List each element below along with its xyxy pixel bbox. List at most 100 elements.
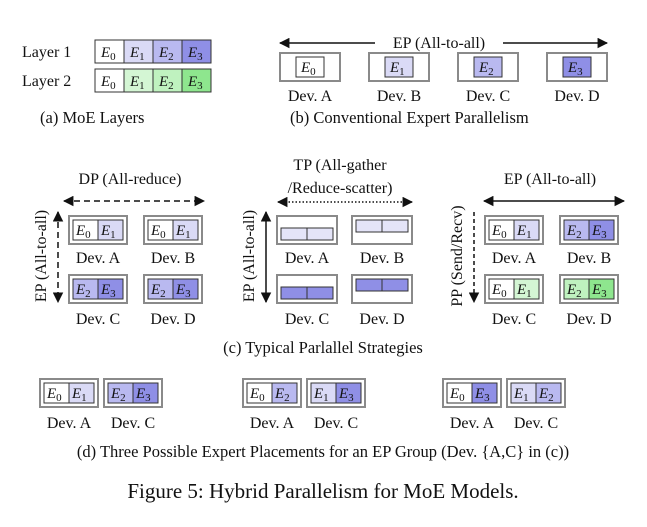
tp-shard bbox=[355, 278, 383, 292]
expert-label: E0 bbox=[150, 223, 166, 241]
expert-label: E1 bbox=[513, 386, 529, 404]
arrow-label-bg bbox=[375, 34, 503, 52]
tp-shard bbox=[381, 219, 409, 233]
ep-label: EP (All-to-all) bbox=[504, 171, 596, 188]
device-c-label: Dev. C bbox=[492, 311, 536, 328]
expert-label: E2 bbox=[110, 386, 126, 404]
device-d-label: Dev. D bbox=[150, 311, 195, 328]
dp-label: DP (All-reduce) bbox=[79, 171, 182, 188]
expert-box bbox=[172, 278, 199, 300]
expert-box bbox=[68, 382, 95, 404]
pp-side-label: PP (Send/Recv) bbox=[449, 205, 466, 306]
expert-label: E3 bbox=[567, 60, 583, 78]
device-a-label: Dev. A bbox=[285, 250, 330, 267]
expert-box bbox=[335, 382, 362, 404]
device-c-label: Dev. C bbox=[466, 88, 510, 105]
panel-d-expert-placements: E0 E1 E2 E3 Dev. A Dev. C E0 E2 E1 E3 De… bbox=[39, 378, 569, 461]
panel-a-moe-layers: Layer 1 Layer 2 E0 E1 E2 E3 E0 E1 E2 E3 … bbox=[22, 39, 212, 127]
expert-label: E2 bbox=[566, 223, 582, 241]
expert-box bbox=[295, 56, 325, 78]
device-c-label: Dev. C bbox=[76, 311, 120, 328]
expert-label: E0 bbox=[449, 386, 465, 404]
panel-b-conventional-ep: EP (All-to-all) E0 E1 E2 E3 Dev. A Dev. … bbox=[278, 34, 609, 127]
layer-2-label: Layer 2 bbox=[22, 73, 71, 90]
layer1-expert-label: E1 bbox=[129, 45, 145, 63]
expert-box bbox=[97, 219, 124, 241]
device-a-label: Dev. A bbox=[47, 415, 92, 432]
expert-label: E2 bbox=[478, 60, 494, 78]
expert-box bbox=[172, 219, 199, 241]
expert-box bbox=[513, 219, 540, 241]
layer2-expert-box bbox=[181, 68, 212, 93]
layer1-expert-box bbox=[181, 39, 212, 64]
layer-1-label: Layer 1 bbox=[22, 44, 71, 61]
layer1-expert-label: E0 bbox=[100, 45, 116, 63]
device-a-label: Dev. A bbox=[288, 88, 333, 105]
tp-shard bbox=[280, 286, 308, 300]
device-c-label: Dev. C bbox=[314, 415, 358, 432]
tp-shard bbox=[306, 227, 334, 241]
device-a-label: Dev. A bbox=[450, 415, 495, 432]
panel-c-left-dp-ep: DP (All-reduce) EP (All-to-all) E0 E1 De… bbox=[33, 171, 206, 328]
tp-shard bbox=[280, 227, 308, 241]
device-b-label: Dev. B bbox=[377, 88, 421, 105]
device-a-label: Dev. A bbox=[250, 415, 295, 432]
tp-shard bbox=[306, 286, 334, 300]
placement-3: E0 E3 E1 E2 Dev. A Dev. C bbox=[442, 378, 566, 432]
tp-label-line1: TP (All-gather bbox=[293, 157, 387, 174]
expert-box bbox=[384, 56, 414, 78]
expert-box bbox=[471, 382, 498, 404]
panel-c-middle-tp-ep: TP (All-gather /Reduce-scatter) EP (All-… bbox=[241, 157, 414, 328]
expert-label: E3 bbox=[175, 282, 191, 300]
tp-shard bbox=[355, 219, 383, 233]
expert-label: E3 bbox=[135, 386, 151, 404]
panel-c-caption: (c) Typical Parlallel Strategies bbox=[223, 338, 423, 357]
panel-c-right-ep-pp: EP (All-to-all) PP (Send/Recv) E0 E1 Dev… bbox=[449, 171, 626, 328]
expert-box bbox=[588, 278, 615, 300]
layer1-expert-label: E3 bbox=[187, 45, 203, 63]
device-c-label: Dev. C bbox=[285, 311, 329, 328]
expert-box bbox=[588, 219, 615, 241]
expert-label: E3 bbox=[474, 386, 490, 404]
figure-caption: Figure 5: Hybrid Parallelism for MoE Mod… bbox=[127, 479, 518, 503]
expert-label: E0 bbox=[75, 223, 91, 241]
expert-label: E1 bbox=[389, 60, 405, 78]
expert-label: E2 bbox=[274, 386, 290, 404]
tp-label-line2: /Reduce-scatter) bbox=[288, 180, 393, 197]
expert-label: E1 bbox=[71, 386, 87, 404]
expert-box bbox=[535, 382, 562, 404]
expert-label: E3 bbox=[338, 386, 354, 404]
expert-label: E1 bbox=[516, 282, 532, 300]
device-d-label: Dev. D bbox=[359, 311, 404, 328]
ep-side-label: EP (All-to-all) bbox=[241, 210, 258, 302]
layer-2-experts: E0 E1 E2 E3 bbox=[94, 68, 212, 93]
device-d-label: Dev. D bbox=[554, 88, 599, 105]
expert-label: E2 bbox=[566, 282, 582, 300]
placement-2: E0 E2 E1 E3 Dev. A Dev. C bbox=[242, 378, 366, 432]
expert-box bbox=[473, 56, 503, 78]
panel-a-caption: (a) MoE Layers bbox=[40, 108, 144, 127]
layer2-expert-label: E2 bbox=[158, 74, 174, 92]
device-b-label: Dev. B bbox=[567, 250, 611, 267]
tp-shard bbox=[381, 278, 409, 292]
expert-label: E3 bbox=[591, 282, 607, 300]
panel-d-caption: (d) Three Possible Expert Placements for… bbox=[77, 442, 569, 461]
expert-label: E1 bbox=[516, 223, 532, 241]
expert-label: E1 bbox=[175, 223, 191, 241]
expert-box bbox=[513, 278, 540, 300]
expert-box bbox=[132, 382, 159, 404]
expert-label: E0 bbox=[46, 386, 62, 404]
expert-label: E1 bbox=[100, 223, 116, 241]
layer2-expert-label: E0 bbox=[100, 74, 116, 92]
layer1-expert-label: E2 bbox=[158, 45, 174, 63]
expert-box bbox=[97, 278, 124, 300]
placement-1: E0 E1 E2 E3 Dev. A Dev. C bbox=[39, 378, 163, 432]
ep-side-label: EP (All-to-all) bbox=[33, 210, 50, 302]
ep-arrow-label: EP (All-to-all) bbox=[393, 35, 485, 52]
layer2-expert-label: E1 bbox=[129, 74, 145, 92]
expert-box bbox=[271, 382, 298, 404]
expert-label: E3 bbox=[100, 282, 116, 300]
expert-label: E2 bbox=[75, 282, 91, 300]
device-b-label: Dev. B bbox=[151, 250, 195, 267]
